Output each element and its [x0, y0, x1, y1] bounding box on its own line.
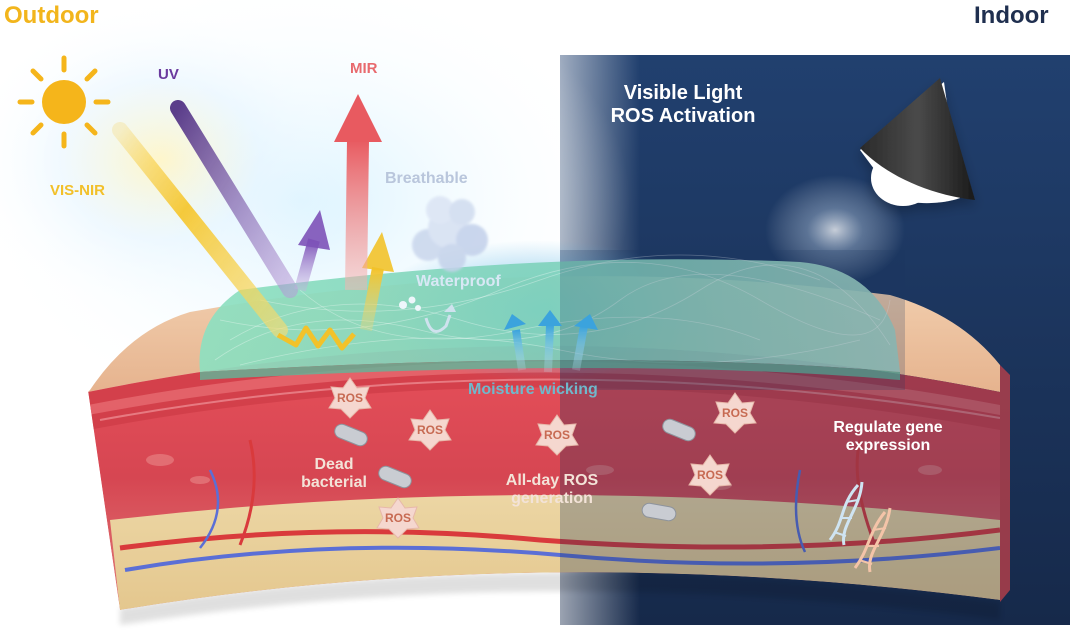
label-waterproof: Waterproof [416, 273, 501, 291]
ros-label: ROS [417, 423, 443, 437]
label-regulate-gene-expression: Regulate gene expression [808, 419, 968, 456]
label-outdoor: Outdoor [4, 2, 99, 30]
label-dead-bacterial: Dead bacterial [284, 456, 384, 493]
label-uv: UV [158, 66, 179, 83]
label-mir: MIR [350, 60, 378, 77]
label-visible-light-ros-activation: Visible Light ROS Activation [598, 82, 768, 128]
label-vis-nir: VIS-NIR [50, 182, 105, 199]
ros-label: ROS [697, 468, 723, 482]
label-dead-bacterial-line1: Dead [284, 456, 384, 474]
label-visible-light-line2: ROS Activation [598, 105, 768, 128]
label-dead-bacterial-line2: bacterial [284, 474, 384, 492]
ros-label: ROS [544, 428, 570, 442]
label-indoor: Indoor [974, 2, 1049, 30]
label-regulate-line2: expression [808, 437, 968, 455]
sun-icon [20, 58, 108, 146]
label-all-day-line1: All-day ROS [482, 472, 622, 490]
ros-label: ROS [337, 391, 363, 405]
ros-label: ROS [722, 406, 748, 420]
label-moisture-wicking: Moisture wicking [468, 381, 598, 399]
label-visible-light-line1: Visible Light [598, 82, 768, 105]
label-breathable: Breathable [385, 170, 468, 188]
label-all-day-ros-generation: All-day ROS generation [482, 472, 622, 509]
label-all-day-line2: generation [482, 490, 622, 508]
ros-label: ROS [385, 511, 411, 525]
label-regulate-line1: Regulate gene [808, 419, 968, 437]
